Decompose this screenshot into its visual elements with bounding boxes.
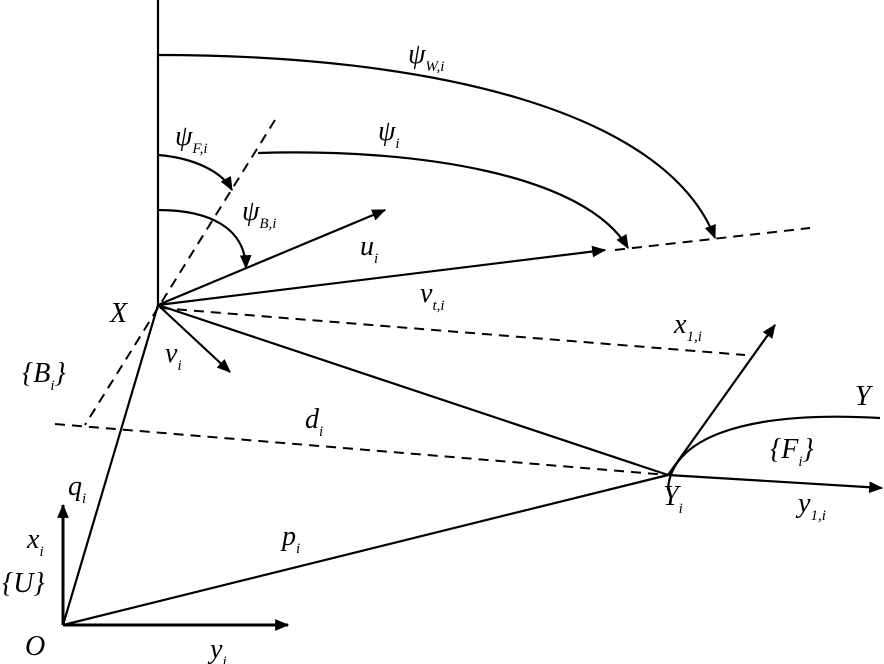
x1-axis-arrow [667, 324, 776, 476]
d-label: di [305, 404, 323, 440]
q-label: qi [68, 471, 86, 507]
x-axis-label: xi [26, 524, 44, 560]
v-vector-arrow [157, 304, 231, 373]
body-frame-dashed-line [84, 119, 276, 426]
psi-f-label: ψF,i [175, 121, 208, 157]
q-vector-line [61, 304, 160, 626]
p-label: pi [280, 521, 300, 557]
psi-b-arc [157, 208, 252, 270]
vt-label: vt,i [420, 278, 445, 314]
d-dashed-line [54, 423, 669, 476]
y1-label: y1,i [795, 488, 826, 524]
psi-f-arc [157, 153, 233, 192]
target-path-curve [666, 415, 881, 491]
y-axis-label: yi [207, 634, 227, 664]
x1-dashed-line [159, 307, 746, 356]
psi-label: ψi [378, 116, 400, 152]
x-to-y-line [157, 303, 669, 477]
p-vector-line [62, 473, 669, 627]
b-frame-label: {Bi} [22, 358, 66, 394]
vt-vector-arrow [157, 245, 607, 307]
y-curve-label: Y [855, 381, 874, 412]
u-vector-arrow [157, 208, 387, 307]
psi-arc [257, 151, 629, 250]
u-frame-label: {U} [2, 568, 45, 599]
origin-label: O [25, 631, 45, 662]
psi-w-arc [157, 53, 717, 240]
u-label: ui [360, 231, 378, 267]
psi-w-label: ψW,i [408, 39, 444, 75]
y1-axis-arrow [667, 473, 884, 494]
x1-label: x1,i [673, 309, 702, 345]
v-label: vi [165, 338, 182, 374]
y-point-label: Yi [663, 481, 683, 517]
psi-b-label: ψB,i [242, 196, 276, 232]
x-point-label: X [109, 298, 128, 329]
f-frame-label: {Fi} [770, 434, 814, 470]
